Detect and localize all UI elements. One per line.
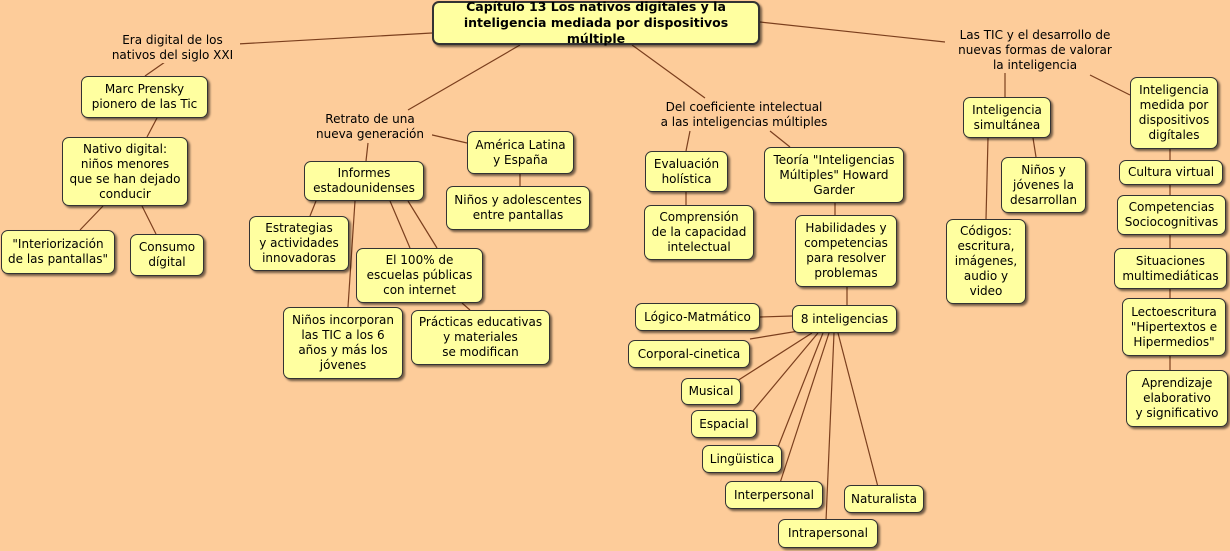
node-naturalista[interactable]: Naturalista [844,485,924,513]
node-codigos[interactable]: Códigos: escritura, imágenes, audio y vi… [946,219,1026,304]
node-situaciones[interactable]: Situaciones multimediáticas [1114,248,1227,289]
label-retrato: Retrato de una nueva generación [308,112,432,142]
node-nativo-digital[interactable]: Nativo digital: niños menores que se han… [62,137,188,206]
node-prensky[interactable]: Marc Prensky pionero de las Tic [81,76,208,118]
label-coeficiente: Del coeficiente intelectual a las inteli… [650,100,838,130]
node-lectoescritura[interactable]: Lectoescritura "Hipertextos e Hipermedio… [1122,298,1226,356]
label-era: Era digital de los nativos del siglo XXI [105,33,240,63]
node-evaluacion[interactable]: Evaluación holística [645,151,728,192]
node-cultura-virtual[interactable]: Cultura virtual [1119,160,1223,185]
node-competencias[interactable]: Competencias Sociocognitivas [1117,195,1226,235]
node-habilidades[interactable]: Habilidades y competencias para resolver… [795,215,897,287]
node-informes[interactable]: Informes estadounidenses [304,161,424,201]
label-tic: Las TIC y el desarrollo de nuevas formas… [945,28,1125,73]
node-practicas[interactable]: Prácticas educativas y materiales se mod… [411,310,550,365]
node-espacial[interactable]: Espacial [691,410,757,438]
node-escuelas[interactable]: El 100% de escuelas públicas con interne… [356,248,483,303]
node-america-latina[interactable]: América Latina y España [467,131,574,174]
node-linguistica[interactable]: Lingüistica [702,445,782,473]
node-interiorizacion[interactable]: "Interiorización de las pantallas" [1,230,115,274]
node-musical[interactable]: Musical [681,378,741,405]
node-ninos-tic[interactable]: Niños incorporan las TIC a los 6 años y … [283,307,403,379]
node-aprendizaje[interactable]: Aprendizaje elaborativo y significativo [1126,370,1228,427]
node-intrapersonal[interactable]: Intrapersonal [778,519,878,548]
title-node[interactable]: Capítulo 13 Los nativos digitales y la i… [432,0,760,46]
node-8-inteligencias[interactable]: 8 inteligencias [792,305,897,333]
node-interpersonal[interactable]: Interpersonal [725,481,823,509]
node-estrategias[interactable]: Estrategias y actividades innovadoras [249,216,349,271]
node-ninos-pantallas[interactable]: Niños y adolescentes entre pantallas [446,186,590,230]
node-comprension[interactable]: Comprensión de la capacidad intelectual [644,205,754,260]
node-logico-matematico[interactable]: Lógico-Matmático [635,303,760,331]
node-inteligencia-simultanea[interactable]: Inteligencia simultánea [963,97,1051,138]
node-ninos-jovenes[interactable]: Niños y jóvenes la desarrollan [1001,157,1086,213]
node-inteligencia-mediada[interactable]: Inteligencia medida por dispositivos dig… [1130,77,1218,149]
node-teoria[interactable]: Teoría "Inteligencias Múltiples" Howard … [764,147,904,203]
node-consumo[interactable]: Consumo dígital [130,234,204,276]
node-corporal-cinetica[interactable]: Corporal-cinetica [628,340,750,368]
